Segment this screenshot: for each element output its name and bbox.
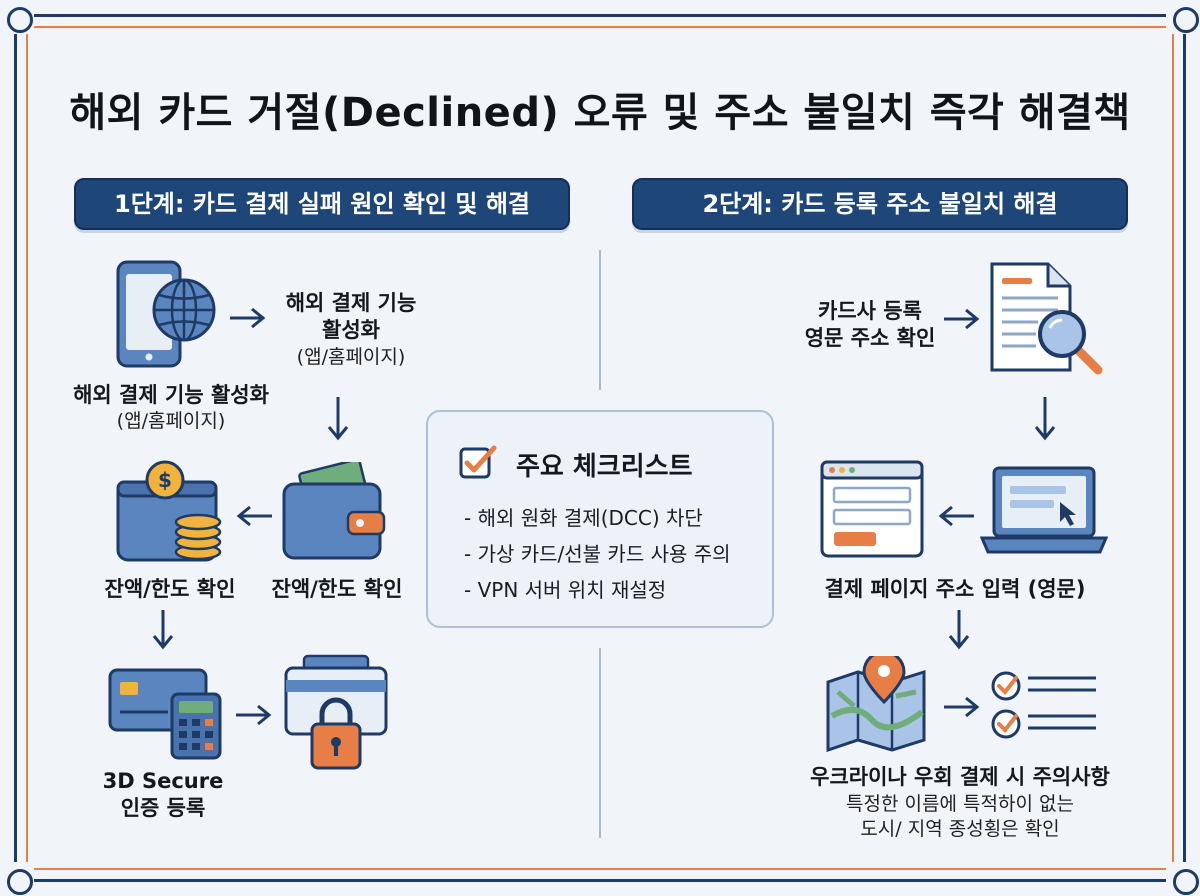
ukraine-bypass-caution-note: 특정한 이름에 특적하이 없는 도시/ 지역 종성횡은 확인 [846,793,1074,840]
arrow-right-icon [236,704,272,726]
svg-text:$: $ [158,468,172,492]
corner-ornament [0,0,34,34]
inner-frame [26,26,1174,870]
overseas-payment-label-left: 해외 결제 기능 활성화 (앱/홈페이지) [73,383,269,433]
step1-banner: 1단계: 카드 결제 실패 원인 확인 및 해결 [74,178,570,230]
page-title: 해외 카드 거절(Declined) 오류 및 주소 불일치 즉각 해결책 [69,90,1131,136]
3d-secure-label: 3D Secure 인증 등록 [102,769,224,821]
corner-ornament [1166,0,1200,34]
arrow-down-icon [1034,397,1056,441]
wallet-coins-icon: $ [116,460,222,562]
checklist-title: 주요 체크리스트 [516,452,693,482]
wallet-cash-icon [282,462,386,560]
checklist-item: - VPN 서버 위치 재설정 [464,578,667,602]
document-magnifier-icon [990,262,1103,375]
checklist-icon [991,671,1096,739]
smartphone-globe-icon [116,260,216,368]
balance-check-label-left: 잔액/한도 확인 [104,577,236,601]
laptop-cursor-icon [980,466,1108,554]
step2-banner: 2단계: 카드 등록 주소 불일치 해결 [632,178,1128,230]
arrow-right-icon [230,307,266,329]
card-lock-icon [284,654,388,770]
outer-frame [14,14,1186,882]
center-divider-bottom [599,648,601,838]
arrow-right-icon [944,696,980,718]
card-calculator-icon [108,668,222,760]
corner-ornament [0,862,34,896]
browser-form-icon [820,460,924,558]
checklist-item: - 가상 카드/선불 카드 사용 주의 [464,542,731,566]
arrow-left-icon [236,505,272,527]
arrow-down-icon [152,610,174,650]
checkbox-checked-icon [459,445,497,479]
payment-page-address-label: 결제 페이지 주소 입력 (영문) [824,577,1086,601]
overseas-payment-label-right: 해외 결제 기능 활성화 (앱/홈페이지) [285,291,417,368]
card-address-check-label: 카드사 등록 영문 주소 확인 [804,299,936,351]
map-pin-icon [826,656,926,752]
arrow-right-icon [944,308,980,330]
ukraine-bypass-caution-title: 우크라이나 우회 결제 시 주의사항 [810,765,1110,789]
arrow-down-icon [948,610,970,650]
center-divider-top [599,250,601,390]
arrow-left-icon [938,505,974,527]
corner-ornament [1166,862,1200,896]
balance-check-label-right: 잔액/한도 확인 [271,577,403,601]
key-checklist-panel: 주요 체크리스트 - 해외 원화 결제(DCC) 차단 - 가상 카드/선불 카… [426,410,774,628]
arrow-down-icon [327,397,349,441]
checklist-item: - 해외 원화 결제(DCC) 차단 [464,506,703,530]
